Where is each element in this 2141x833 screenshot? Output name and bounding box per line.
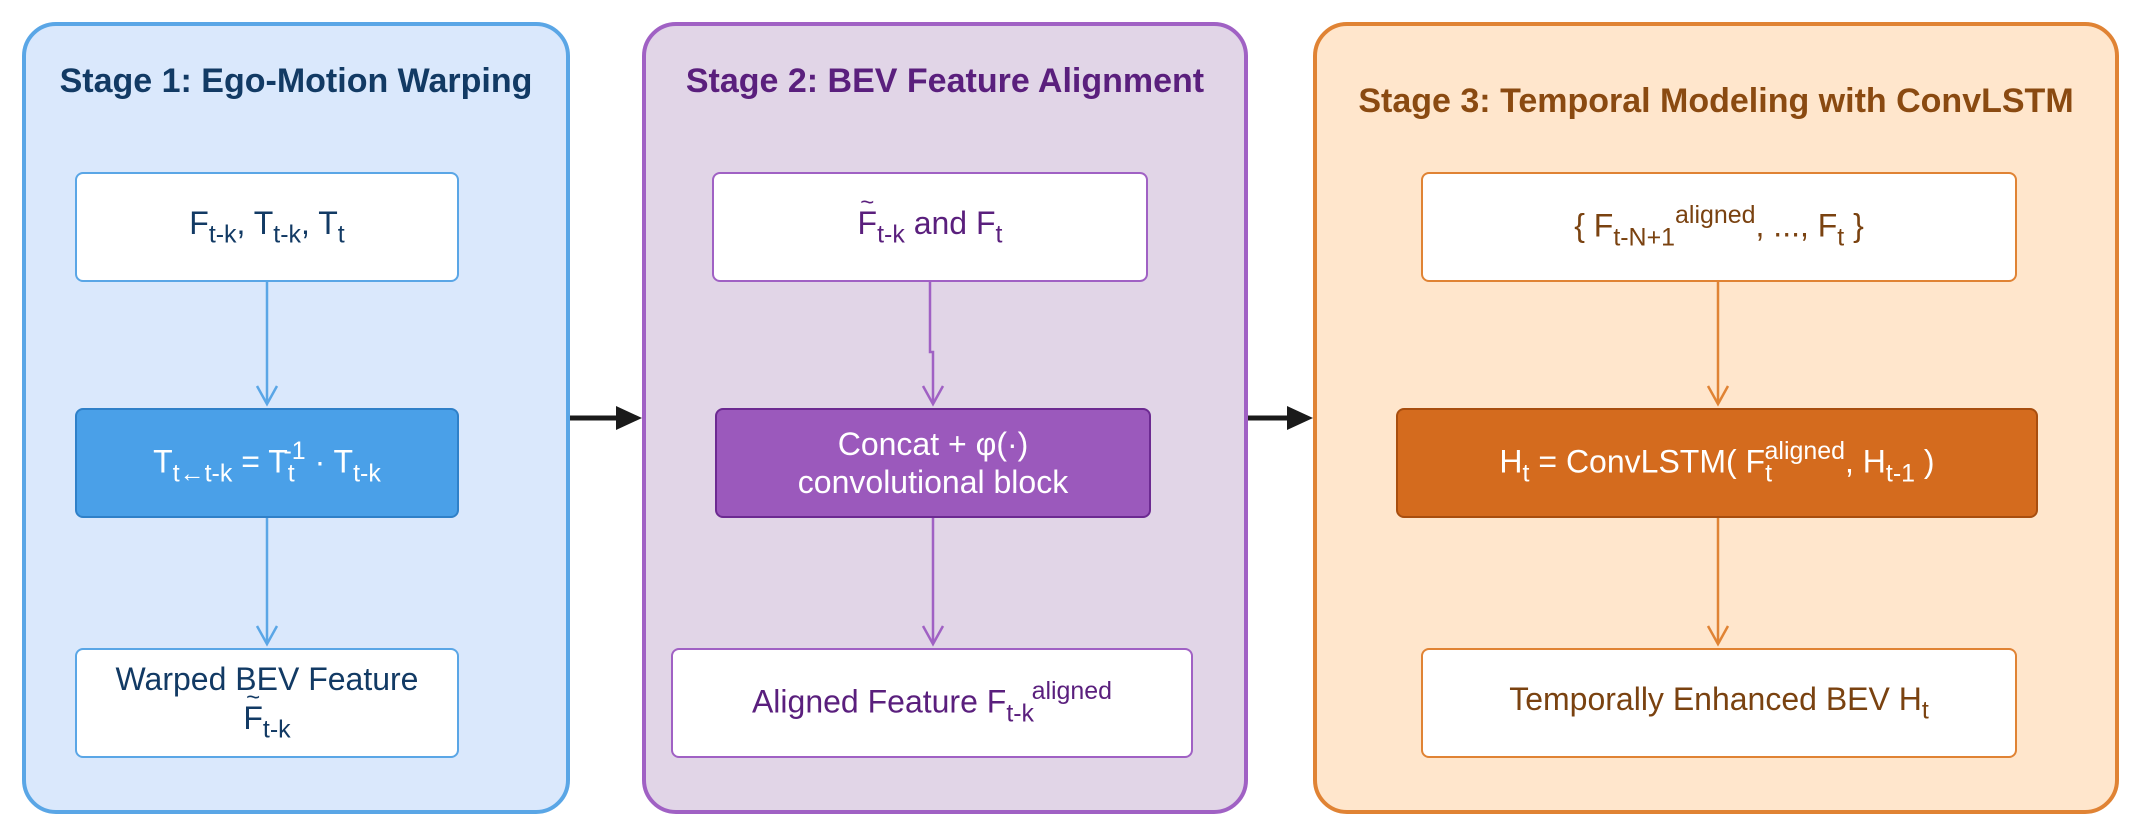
arrowhead — [616, 406, 642, 430]
stage-1-title: Stage 1: Ego-Motion Warping — [59, 62, 533, 100]
stage-1-output-node: Warped BEV Feature Ft-k — [75, 648, 459, 758]
stage-1-input-node: Ft-k, Tt-k, Tt — [75, 172, 459, 282]
arrowhead — [1287, 406, 1313, 430]
stage-2-arrows — [921, 282, 945, 647]
arrow-input-to-process — [928, 282, 935, 404]
stage-3-input-node: { Ft-N+1aligned, ..., Ft } — [1421, 172, 2017, 282]
stage-2-title: Stage 2: BEV Feature Alignment — [685, 62, 1205, 100]
stage-3-process-node: Ht = ConvLSTM( Ftaligned, Ht-1 ) — [1396, 408, 2038, 518]
arrowhead — [1706, 385, 1730, 407]
stage-3-arrows — [1706, 282, 1730, 647]
arrowhead — [1706, 625, 1730, 647]
stage-3-output-node: Temporally Enhanced BEV Ht — [1421, 648, 2017, 758]
stage-1-transform-node: Tt←t-k = Tt-1 · Tt-k — [75, 408, 459, 518]
arrowhead — [921, 385, 945, 407]
arrowhead — [921, 625, 945, 647]
arrowhead — [255, 385, 279, 407]
stage-2-output-node: Aligned Feature Ft-kaligned — [671, 648, 1193, 758]
stage-1-arrows — [255, 282, 279, 647]
stage-2-input-node: Ft-k and Ft — [712, 172, 1148, 282]
stage-2-process-node: Concat + φ(·) convolutional block — [715, 408, 1151, 518]
arrowhead — [255, 625, 279, 647]
stage-3-title: Stage 3: Temporal Modeling with ConvLSTM — [1358, 82, 2074, 120]
stage-transition-arrows — [570, 406, 1313, 430]
